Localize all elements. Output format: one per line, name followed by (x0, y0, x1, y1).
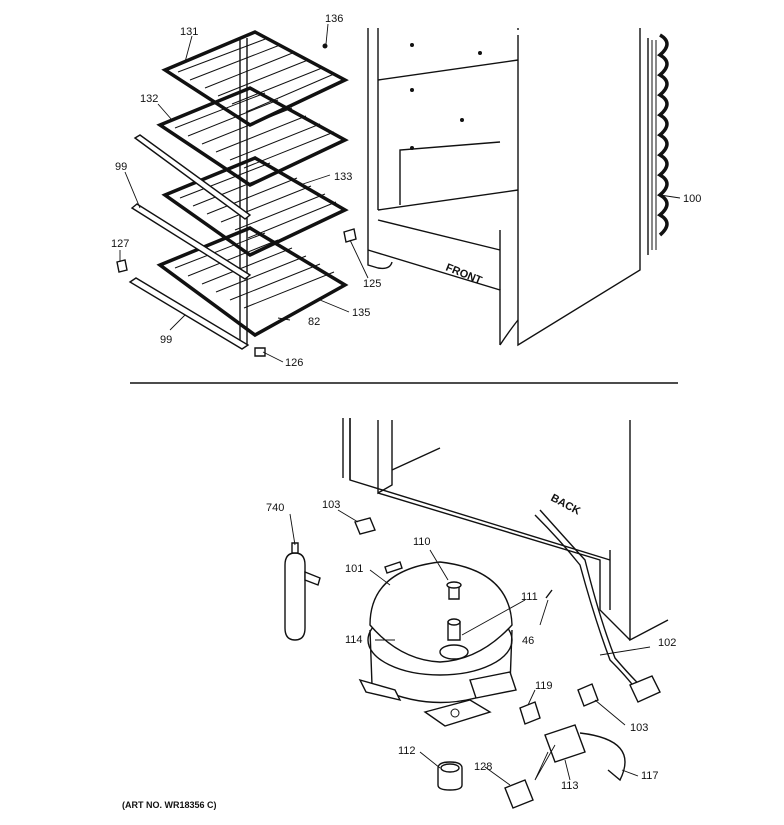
callout-114: 114 (345, 634, 363, 646)
callout-740: 740 (266, 502, 284, 514)
evaporator-shelf-coils (156, 30, 349, 345)
art-number: (ART NO. WR18356 C) (122, 800, 217, 810)
callout-110: 110 (413, 536, 431, 548)
back-text: BACK (549, 492, 583, 518)
front-text: FRONT (444, 262, 484, 287)
callout-82: 82 (308, 316, 320, 328)
upper-leader-lines (119, 23, 681, 363)
lower-callouts: 740 103 110 101 111 114 46 102 119 103 1… (266, 499, 676, 792)
callout-112: 112 (398, 745, 416, 757)
callout-133: 133 (334, 171, 352, 183)
drier-740 (284, 542, 321, 641)
callout-136: 136 (325, 13, 343, 25)
callout-102: 102 (658, 637, 676, 649)
callout-127: 127 (111, 238, 129, 250)
callout-111: 111 (521, 591, 538, 603)
compressor (358, 561, 517, 727)
callout-103-upper: 103 (322, 499, 340, 511)
callout-119: 119 (535, 680, 553, 692)
callout-103-lower: 103 (630, 722, 648, 734)
callout-46: 46 (522, 635, 534, 647)
lower-leader-lines (289, 509, 651, 786)
callout-99-lower: 99 (160, 334, 172, 346)
power-cord-102 (534, 509, 661, 703)
upper-callouts: 131 136 132 99 133 127 125 135 82 99 126… (111, 13, 701, 369)
callout-132: 132 (140, 93, 158, 105)
callout-113: 113 (561, 780, 579, 792)
small-clips-upper (116, 43, 357, 357)
callout-100: 100 (683, 193, 701, 205)
callout-125: 125 (363, 278, 381, 290)
cabinet-front: FRONT (367, 28, 641, 347)
callout-117: 117 (641, 770, 659, 782)
small-parts-lower (354, 517, 626, 809)
callout-126: 126 (285, 357, 303, 369)
callout-101: 101 (345, 563, 363, 575)
callout-131: 131 (180, 26, 198, 38)
callout-99-upper: 99 (115, 161, 127, 173)
shelf-rails (128, 134, 252, 350)
condenser-coil-side (647, 33, 669, 255)
callout-128: 128 (474, 761, 492, 773)
callout-135: 135 (352, 307, 370, 319)
